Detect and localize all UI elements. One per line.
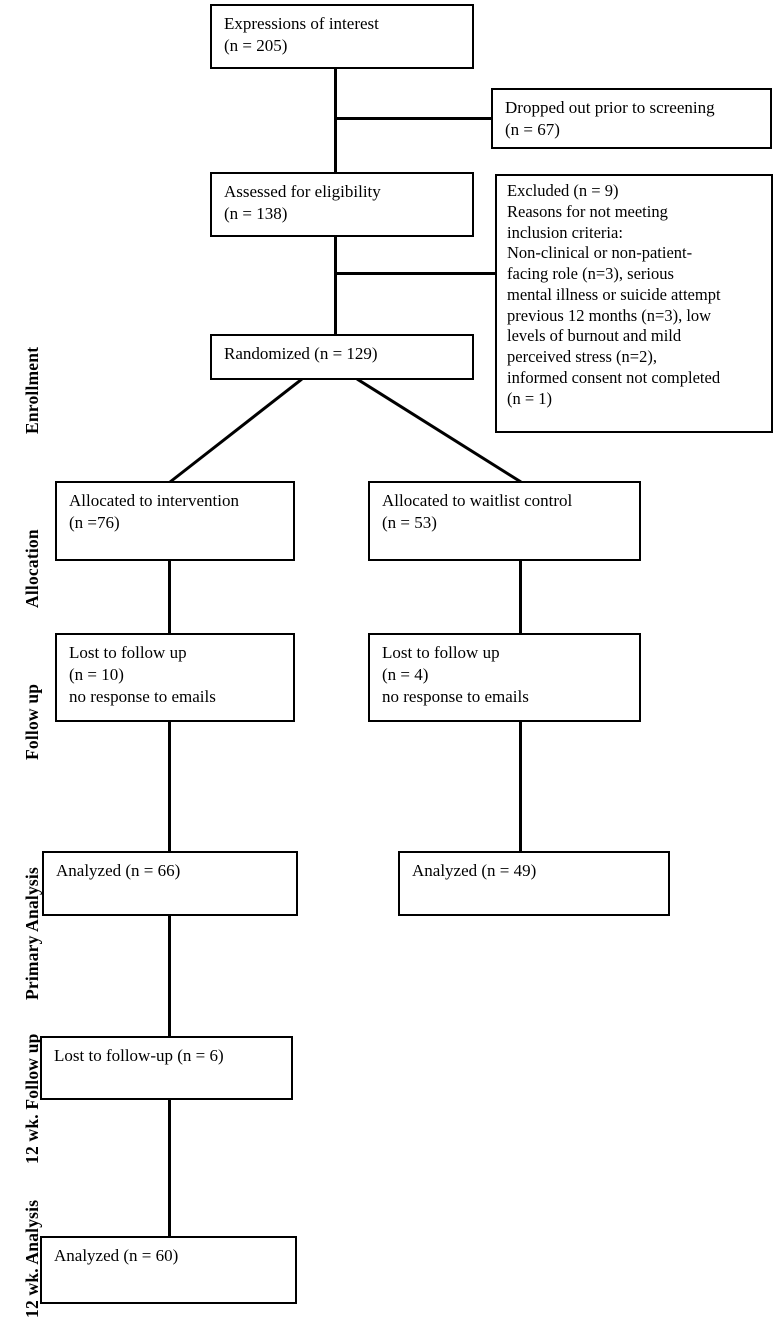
stage-label-allocation: Allocation: [22, 529, 42, 608]
node-analyzed-waitlist: Analyzed (n = 49): [398, 851, 670, 916]
node-lost-followup-12wk: Lost to follow-up (n = 6): [40, 1036, 293, 1100]
node-analyzed-12wk: Analyzed (n = 60): [40, 1236, 297, 1304]
stage-label-primary-analysis: Primary Analysis: [22, 867, 42, 1000]
connector-assessed-to-randomized: [334, 236, 337, 337]
node-analyzed-intervention: Analyzed (n = 66): [42, 851, 298, 916]
connector-lost-to-analyzed-intervention: [168, 721, 171, 851]
node-lost-followup-intervention: Lost to follow up (n = 10) no response t…: [55, 633, 295, 722]
connector-lost-to-analyzed-waitlist: [519, 721, 522, 851]
node-allocated-waitlist: Allocated to waitlist control (n = 53): [368, 481, 641, 561]
connector-expressions-to-assessed: [334, 68, 337, 174]
node-assessed-for-eligibility: Assessed for eligibility (n = 138): [210, 172, 474, 237]
node-allocated-intervention: Allocated to intervention (n =76): [55, 481, 295, 561]
connector-lost-12wk-to-analyzed-12wk: [168, 1100, 171, 1236]
stage-label-follow-up: Follow up: [22, 683, 42, 760]
node-lost-followup-waitlist: Lost to follow up (n = 4) no response to…: [368, 633, 641, 722]
node-randomized: Randomized (n = 129): [210, 334, 474, 380]
stage-label-enrollment: Enrollment: [22, 346, 42, 434]
connector-allocation-to-lost-intervention: [168, 560, 171, 634]
connector-branch-excluded: [334, 272, 497, 275]
connector-analyzed-to-lost-12wk: [168, 916, 171, 1036]
node-excluded: Excluded (n = 9) Reasons for not meeting…: [495, 174, 773, 433]
connector-branch-dropped-out: [334, 117, 493, 120]
node-expressions-of-interest: Expressions of interest (n = 205): [210, 4, 474, 69]
connector-allocation-to-lost-waitlist: [519, 560, 522, 634]
node-dropped-out-prior-to-screening: Dropped out prior to screening (n = 67): [491, 88, 772, 149]
